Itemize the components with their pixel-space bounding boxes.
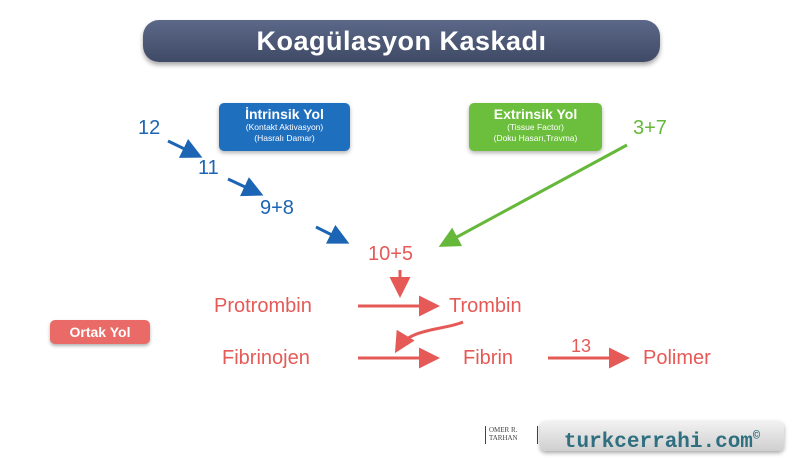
copyright-mark: © [752,429,761,443]
extrinsic-pathway-box: Extrinsik Yol (Tissue Factor) (Doku Hasa… [469,103,602,151]
factor-13: 13 [571,336,592,356]
fibrin-label: Fibrin [463,347,514,369]
factor-11: 11 [198,157,219,179]
brand-text: turkcerrahi.com [563,431,753,454]
intrinsic-subline-2: (Hasralı Damar) [254,133,315,143]
arrow-trombin-curve [394,320,464,354]
factor-10-5: 10+5 [368,243,414,265]
arrow-11-to-9-8 [227,177,264,197]
arrow-9-8-to-10-5 [315,224,350,244]
protrombin-label: Protrombin [214,295,312,317]
fibrinojen-label: Fibrinojen [222,347,310,369]
extrinsic-heading: Extrinsik Yol [493,106,578,122]
author-logo: OMER R. TARHAN [485,426,538,444]
common-pathway-label: Ortak Yol [50,320,150,344]
brand-logo[interactable]: turkcerrahi.com© [540,421,784,454]
arrow-3-7-to-10-5 [438,143,628,247]
factor-3-7: 3+7 [633,117,667,139]
intrinsic-pathway-box: İntrinsik Yol (Kontakt Aktivasyon) (Hasr… [219,103,350,151]
trombin-label: Trombin [449,295,522,317]
author-line-1: OMER R. [489,426,518,434]
author-line-2: TARHAN [489,434,518,442]
arrow-12-to-11 [167,139,203,158]
intrinsic-heading: İntrinsik Yol [245,106,324,122]
extrinsic-subline-2: (Doku Hasarı,Travma) [493,133,578,143]
extrinsic-subline-1: (Tissue Factor) [507,122,564,132]
factor-12: 12 [138,117,161,139]
polimer-label: Polimer [643,347,711,369]
page-title: Koagülasyon Kaskadı [143,20,660,62]
factor-9-8: 9+8 [260,197,294,219]
intrinsic-subline-1: (Kontakt Aktivasyon) [245,122,324,132]
